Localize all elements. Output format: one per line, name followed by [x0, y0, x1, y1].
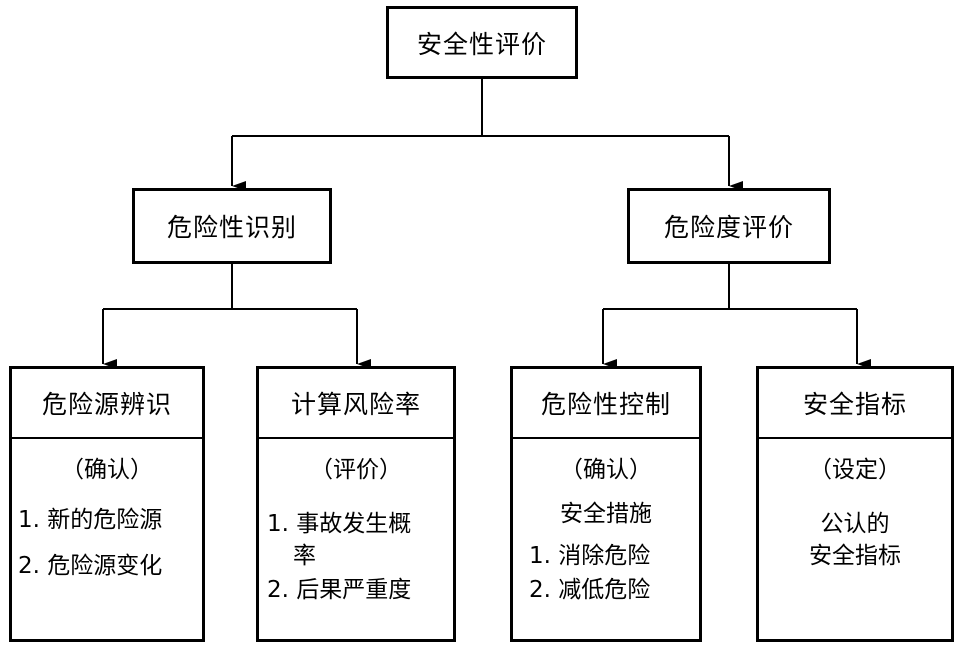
column-body: （设定） 公认的 安全指标 [759, 439, 951, 639]
column-safety-indicators: 安全指标 （设定） 公认的 安全指标 [756, 366, 954, 642]
column-hazard-source-identification: 危险源辨识 （确认） 1. 新的危险源 2. 危险源变化 [9, 366, 205, 642]
list-item: 2. 危险源变化 [18, 553, 163, 579]
column-tag: （评价） [310, 457, 402, 483]
column-subtitle: 安全措施 [560, 501, 652, 527]
column-tag: （确认） [61, 457, 153, 483]
list-item: 2. 后果严重度 [267, 577, 412, 603]
column-body: （确认） 1. 新的危险源 2. 危险源变化 [12, 439, 202, 639]
root-label: 安全性评价 [416, 29, 547, 59]
column-title: 危险性控制 [513, 369, 699, 439]
list-item: 率 [293, 543, 316, 569]
column-hazard-control: 危险性控制 （确认） 安全措施 1. 消除危险 2. 减低危险 [510, 366, 702, 642]
list-item: 1. 消除危险 [529, 543, 651, 569]
list-item: 公认的 [820, 511, 890, 537]
column-title: 危险源辨识 [12, 369, 202, 439]
branch-label: 危险性识别 [166, 213, 297, 242]
column-body: （评价） 1. 事故发生概 率 2. 后果严重度 [259, 439, 453, 639]
list-item: 安全指标 [809, 543, 901, 569]
column-title: 计算风险率 [259, 369, 453, 439]
column-title: 安全指标 [759, 369, 951, 439]
list-item: 1. 事故发生概 [267, 511, 412, 537]
branch-node-risk-evaluation: 危险度评价 [627, 188, 831, 264]
list-item: 2. 减低危险 [529, 577, 651, 603]
list-item: 1. 新的危险源 [18, 507, 163, 533]
branch-node-hazard-identification: 危险性识别 [132, 188, 332, 264]
column-body: （确认） 安全措施 1. 消除危险 2. 减低危险 [513, 439, 699, 639]
column-tag: （确认） [560, 457, 652, 483]
root-node: 安全性评价 [386, 6, 578, 79]
branch-label: 危险度评价 [663, 213, 794, 242]
column-tag: （设定） [809, 457, 901, 483]
column-risk-rate-calculation: 计算风险率 （评价） 1. 事故发生概 率 2. 后果严重度 [256, 366, 456, 642]
